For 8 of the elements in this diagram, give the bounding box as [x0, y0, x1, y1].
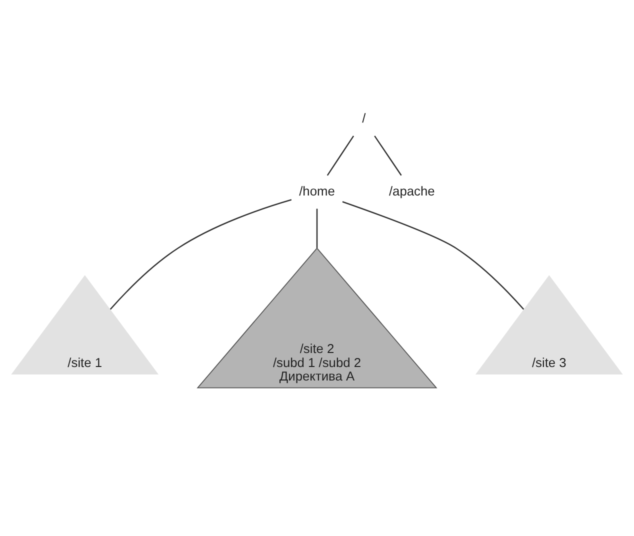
- connector: [316, 208, 318, 248]
- connector: [110, 198, 292, 310]
- node-text: /: [362, 110, 366, 126]
- connector: [326, 135, 354, 176]
- connector: [342, 200, 524, 310]
- node-text: /apache: [388, 182, 435, 198]
- connector: [374, 135, 402, 176]
- node-text: /home: [299, 182, 335, 198]
